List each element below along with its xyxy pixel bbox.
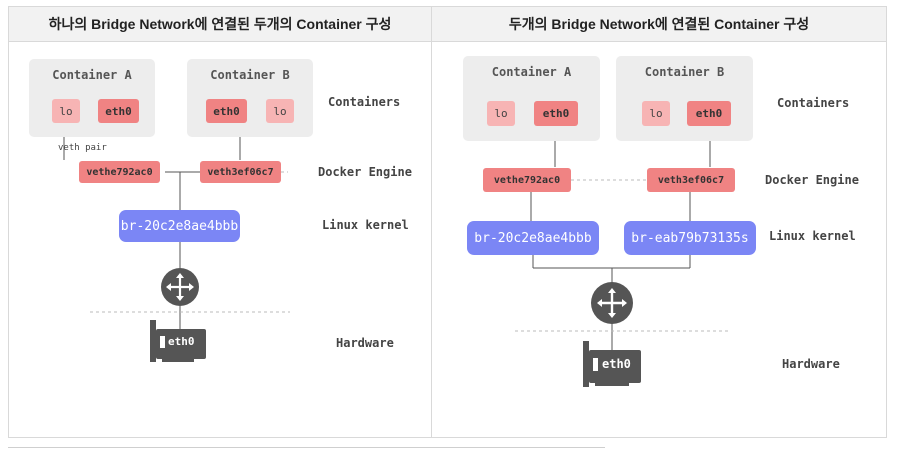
- right-label-docker-engine: Docker Engine: [765, 173, 859, 187]
- left-panel-title: 하나의 Bridge Network에 연결된 두개의 Container 구성: [9, 7, 431, 42]
- right-panel-title: 두개의 Bridge Network에 연결된 Container 구성: [432, 7, 886, 42]
- left-label-docker-engine: Docker Engine: [318, 165, 412, 179]
- left-label-linux-kernel: Linux kernel: [322, 218, 409, 232]
- right-nic-label: eth0: [602, 357, 631, 371]
- bottom-divider: [8, 447, 605, 448]
- container-a-lo-interface: lo: [52, 99, 80, 123]
- right-container-b-label: Container B: [644, 65, 725, 79]
- left-nic-label: eth0: [168, 335, 195, 348]
- container-a-eth0-interface: eth0: [98, 99, 139, 123]
- right-container-a-label: Container A: [491, 65, 572, 79]
- right-bridge-network-1: br-20c2e8ae4bbb: [467, 221, 599, 255]
- left-label-hardware: Hardware: [336, 336, 394, 350]
- container-a-label: Container A: [52, 68, 132, 82]
- right-container-a-box: Container A: [463, 56, 600, 141]
- container-b-lo-interface: lo: [266, 99, 294, 123]
- panel-divider: [431, 6, 432, 438]
- right-nic-card-icon: eth0: [583, 341, 645, 387]
- right-veth-b-interface: veth3ef06c7: [647, 168, 735, 192]
- diagram-frame: [8, 6, 887, 438]
- container-a-box: Container A: [29, 59, 155, 137]
- container-b-eth0-interface: eth0: [206, 99, 247, 123]
- right-label-hardware: Hardware: [782, 357, 840, 371]
- right-bridge-network-2: br-eab79b73135s: [624, 221, 756, 255]
- right-label-linux-kernel: Linux kernel: [769, 229, 856, 243]
- left-label-containers: Containers: [328, 95, 401, 109]
- right-container-a-eth0-interface: eth0: [534, 101, 578, 126]
- bridge-network: br-20c2e8ae4bbb: [119, 210, 240, 242]
- container-b-label: Container B: [210, 68, 290, 82]
- right-container-b-eth0-interface: eth0: [687, 101, 731, 126]
- left-nic-card-icon: eth0: [150, 320, 210, 362]
- veth-a-interface: vethe792ac0: [79, 161, 160, 183]
- right-container-b-lo-interface: lo: [642, 101, 670, 126]
- right-container-b-box: Container B: [616, 56, 753, 141]
- veth-b-interface: veth3ef06c7: [200, 161, 281, 183]
- veth-pair-label: veth pair: [58, 143, 107, 153]
- right-container-a-lo-interface: lo: [487, 101, 515, 126]
- right-label-containers: Containers: [777, 96, 850, 110]
- right-veth-a-interface: vethe792ac0: [483, 168, 571, 192]
- container-b-box: Container B: [187, 59, 313, 137]
